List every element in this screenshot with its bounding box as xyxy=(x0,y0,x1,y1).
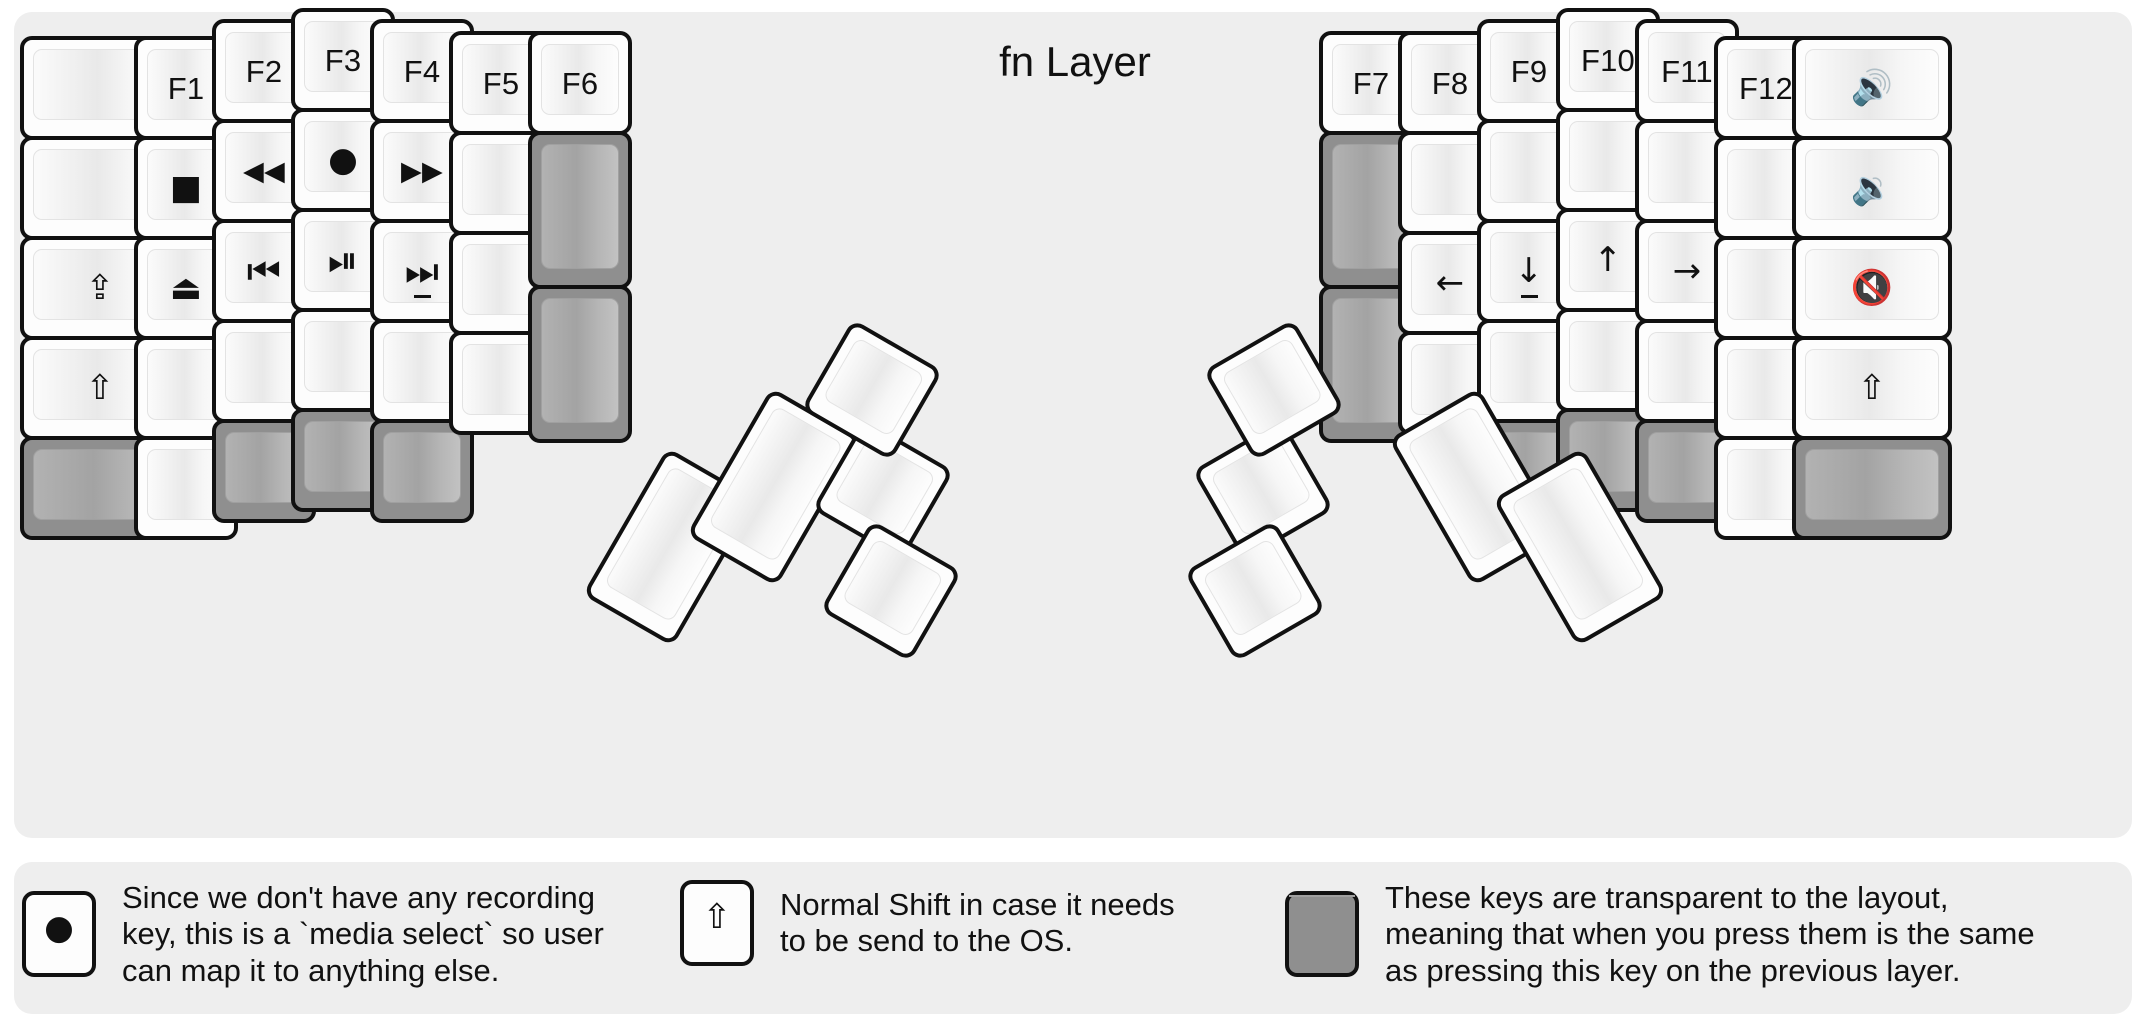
keycap-surface xyxy=(304,421,382,492)
legend-item-3: These keys are transparent to the layout… xyxy=(1285,880,2035,989)
key-right-innermost-0[interactable]: F7 xyxy=(1319,31,1423,135)
fast-forward-icon: ▶▶ xyxy=(401,155,443,187)
keycap-surface xyxy=(822,336,926,438)
keycap-surface xyxy=(1490,232,1568,303)
caps-lock-icon: ⇪ xyxy=(85,268,115,308)
keycap-surface xyxy=(1648,432,1726,503)
keycap-surface xyxy=(1569,121,1647,192)
key-label: F3 xyxy=(324,42,362,78)
key-left-index-4[interactable] xyxy=(370,419,474,523)
keycap-surface xyxy=(462,244,540,315)
key-right-pinky-outer-1[interactable]: 🔉 xyxy=(1792,136,1952,240)
keycap-surface xyxy=(383,232,461,303)
play-pause-icon: ⏯ xyxy=(327,238,359,282)
key-label: F4 xyxy=(403,53,441,89)
prev-track-icon: ⏮ xyxy=(246,249,282,293)
keycap-surface xyxy=(1411,144,1489,215)
keycap-surface xyxy=(1289,895,1355,898)
keycap-surface xyxy=(1332,298,1410,423)
next-track-icon: ⏭ xyxy=(404,249,440,293)
keycap-surface xyxy=(1805,249,1939,320)
record-icon: ● xyxy=(44,908,74,949)
key-right-pinky-outer-3[interactable]: ⇧ xyxy=(1792,336,1952,440)
arrow-right-icon: → xyxy=(1672,251,1702,291)
page-title: fn Layer xyxy=(999,38,1151,85)
keycap-surface xyxy=(1805,149,1939,220)
key-left-innermost-1[interactable] xyxy=(528,131,632,289)
keycap-surface xyxy=(1332,44,1410,115)
legend-panel xyxy=(14,862,2132,1014)
keycap-surface xyxy=(304,221,382,292)
stop-icon: ■ xyxy=(169,168,203,208)
keycap-surface xyxy=(541,44,619,115)
arrow-left-icon: ← xyxy=(1435,263,1465,303)
legend-key-sample: ⇧ xyxy=(680,880,754,966)
keycap-surface xyxy=(1648,32,1726,103)
keycap-surface xyxy=(1490,32,1568,103)
keycap-surface xyxy=(1569,321,1647,392)
keycap-surface xyxy=(304,21,382,92)
keycap-surface xyxy=(462,344,540,415)
key-right-pinky-outer-0[interactable]: 🔊 xyxy=(1792,36,1952,140)
keycap-surface xyxy=(383,132,461,203)
volume-up-icon: 🔊 xyxy=(1850,68,1894,108)
keycap-surface xyxy=(1648,332,1726,403)
legend-item-2: ⇧ Normal Shift in case it needs to be sen… xyxy=(680,880,1175,966)
volume-mute-icon: 🔇 xyxy=(1850,268,1894,308)
key-right-pinky-outer-2[interactable]: 🔇 xyxy=(1792,236,1952,340)
arrow-up-icon: ↑ xyxy=(1593,240,1623,280)
key-left-innermost-2[interactable] xyxy=(528,285,632,443)
key-label: F1 xyxy=(167,70,205,106)
keycap-surface xyxy=(225,132,303,203)
record-icon: ● xyxy=(328,140,358,180)
key-label: F12 xyxy=(1738,70,1794,106)
eject-icon: ⏏ xyxy=(169,268,203,308)
keycap-surface xyxy=(225,32,303,103)
keycap-surface xyxy=(1332,144,1410,269)
shift-icon: ⇧ xyxy=(702,897,732,937)
keycap-surface xyxy=(541,298,619,423)
volume-down-icon: 🔉 xyxy=(1850,168,1894,208)
legend-description: Normal Shift in case it needs to be send… xyxy=(780,886,1175,958)
keycap-surface xyxy=(225,432,303,503)
legend-description: Since we don't have any recording key, t… xyxy=(122,880,604,988)
shift-icon: ⇧ xyxy=(1857,368,1887,408)
keycap-surface xyxy=(1411,244,1489,315)
key-label: F2 xyxy=(245,53,283,89)
legend-item-1: ● Since we don't have any recording key, … xyxy=(22,880,604,989)
keycap-surface xyxy=(841,537,945,639)
key-left-innermost-0[interactable]: F6 xyxy=(528,31,632,135)
key-label: F10 xyxy=(1580,42,1636,78)
keycap-surface xyxy=(225,332,303,403)
keycap-surface xyxy=(383,432,461,503)
keycap-surface xyxy=(225,232,303,303)
keycap-surface xyxy=(1569,221,1647,292)
key-tick-mark xyxy=(414,295,431,298)
keycap-surface xyxy=(304,321,382,392)
key-tick-mark xyxy=(1521,295,1538,298)
keycap-surface xyxy=(1490,332,1568,403)
keycap-surface xyxy=(1648,132,1726,203)
rewind-icon: ◀◀ xyxy=(243,155,285,187)
legend-key-sample xyxy=(1285,891,1359,978)
keycap-surface xyxy=(383,32,461,103)
key-label: F5 xyxy=(482,65,520,101)
legend-key-sample: ● xyxy=(22,891,96,978)
keycap-surface xyxy=(383,332,461,403)
keycap-surface xyxy=(1220,336,1324,438)
keycap-surface xyxy=(1805,449,1939,520)
key-label: F11 xyxy=(1661,53,1713,89)
legend-description: These keys are transparent to the layout… xyxy=(1385,880,2035,988)
keycap-surface xyxy=(541,144,619,269)
key-label: F7 xyxy=(1352,65,1390,101)
key-label: F9 xyxy=(1510,53,1548,89)
keycap-surface xyxy=(1201,537,1305,639)
keycap-surface xyxy=(1805,349,1939,420)
key-right-pinky-outer-4[interactable] xyxy=(1792,436,1952,540)
shift-icon: ⇧ xyxy=(85,368,115,408)
key-label: F8 xyxy=(1431,65,1469,101)
keycap-surface xyxy=(1805,49,1939,120)
key-label: F6 xyxy=(561,65,599,101)
arrow-down-icon: ↓ xyxy=(1514,251,1544,291)
